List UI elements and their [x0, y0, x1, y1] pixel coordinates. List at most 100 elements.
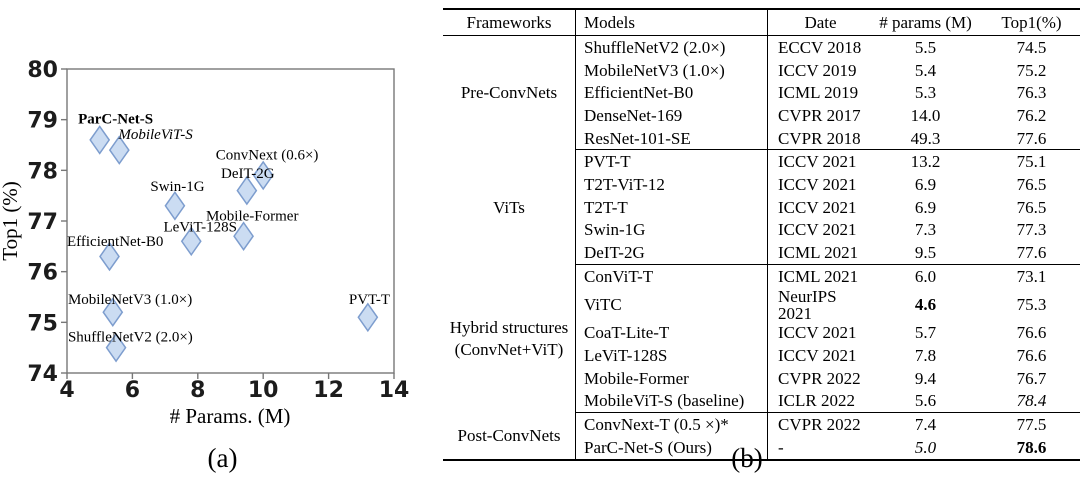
- cell-model: ViTC: [575, 287, 768, 322]
- cell-top1: 73.1: [978, 264, 1080, 287]
- model-value: CoaT-Lite-T: [584, 323, 670, 343]
- cell-top1: 76.2: [978, 104, 1080, 127]
- cell-date: ICCV 2021: [768, 344, 874, 367]
- data-point-shufflenetv2-2-0: [105, 332, 127, 363]
- model-value: DenseNet-169: [584, 105, 683, 125]
- column-header-models: Models: [575, 9, 768, 36]
- cell-params: 9.4: [873, 367, 978, 390]
- top1-value: 75.1: [1016, 152, 1047, 172]
- x-tick-label-10: 10: [248, 378, 279, 403]
- data-point-mobile-former: [233, 221, 254, 252]
- data-point-efficientnet-b0: [99, 241, 120, 272]
- model-value: DeIT-2G: [584, 243, 645, 263]
- y-tick-label-75: 75: [27, 311, 58, 336]
- cell-date: CVPR 2017: [768, 104, 874, 127]
- top1-value: 78.6: [1016, 437, 1047, 457]
- table-row-mobilevit-s-baseline: MobileViT-S (baseline) ICLR 2022 5.6 78.4: [443, 389, 1080, 414]
- cell-model: ConvNext-T (0.5 ×)*: [575, 412, 768, 436]
- cell-date: ICML 2021: [768, 264, 874, 287]
- params-value: 5.4: [914, 60, 937, 80]
- date-value: ICCV 2021: [778, 152, 857, 172]
- cell-params: 5.5: [873, 36, 978, 59]
- point-label-mobile-former: Mobile-Former: [206, 208, 298, 224]
- cell-date: CVPR 2022: [768, 413, 874, 436]
- cell-date: NeurIPS 2021: [768, 288, 874, 322]
- date-value: ICCV 2021: [778, 197, 857, 217]
- params-value: 5.0: [914, 437, 937, 457]
- top1-value: 77.6: [1016, 128, 1047, 148]
- params-value: 5.6: [914, 391, 937, 411]
- cell-top1: 78.6: [978, 436, 1080, 461]
- params-value: 5.3: [914, 83, 937, 103]
- model-value: ConViT-T: [584, 266, 654, 286]
- cell-top1: 77.6: [978, 126, 1080, 151]
- model-value: MobileViT-S (baseline): [584, 391, 745, 411]
- point-label-pvt-t: PVT-T: [349, 292, 390, 308]
- date-value: CVPR 2022: [778, 368, 861, 388]
- model-value: ConvNext-T (0.5 ×)*: [584, 415, 729, 435]
- column-header-frameworks: Frameworks: [443, 9, 576, 36]
- x-tick-label-12: 12: [313, 378, 344, 403]
- cell-date: CVPR 2018: [767, 126, 873, 151]
- cell-params: 7.3: [873, 219, 978, 242]
- point-label-efficientnet-b0: EfficientNet-B0: [67, 234, 163, 250]
- cell-framework-pre-convnets: Pre-ConvNets: [443, 35, 576, 150]
- params-value: 13.2: [910, 152, 941, 172]
- top1-value: 77.3: [1016, 220, 1047, 240]
- cell-model: Swin-1G: [575, 218, 768, 242]
- cell-top1: 77.3: [978, 219, 1080, 242]
- x-tick-label-8: 8: [190, 378, 205, 403]
- cell-date: -: [767, 436, 873, 461]
- data-point-deit-2g: [236, 175, 258, 206]
- table-row-shufflenetv2-2-0: Pre-ConvNets ShuffleNetV2 (2.0×) ECCV 2018…: [443, 35, 1080, 150]
- table-row-convnext-t-0-5: Post-ConvNets ConvNext-T (0.5 ×)* CVPR 202…: [443, 412, 1080, 460]
- y-tick-label-77: 77: [27, 210, 58, 235]
- model-value: ShuffleNetV2 (2.0×): [584, 37, 726, 57]
- cell-params: 9.5: [873, 241, 978, 265]
- params-value: 9.4: [914, 368, 937, 388]
- date-value: ICLR 2022: [778, 391, 855, 411]
- cell-date: ICML 2019: [768, 81, 874, 104]
- date-value: ECCV 2018: [778, 37, 862, 57]
- params-value: 49.3: [910, 128, 941, 148]
- point-label-swin-1g: Swin-1G: [150, 179, 204, 195]
- model-value: Mobile-Former: [584, 368, 689, 388]
- top1-value: 75.3: [1016, 295, 1047, 315]
- model-value: ResNet-101-SE: [584, 128, 691, 148]
- cell-params: 13.2: [873, 150, 978, 173]
- cell-top1: 76.6: [978, 344, 1080, 367]
- top1-value: 77.6: [1016, 243, 1047, 263]
- y-tick-label-74: 74: [27, 362, 58, 387]
- date-value: ICML 2021: [778, 266, 859, 286]
- column-header-date: Date: [804, 13, 837, 32]
- cell-top1: 76.6: [978, 322, 1080, 345]
- cell-params: 5.7: [873, 322, 978, 345]
- cell-top1: 76.3: [978, 81, 1080, 104]
- x-tick-label-6: 6: [125, 378, 140, 403]
- point-label-shufflenetv2-2-0: ShuffleNetV2 (2.0×): [68, 330, 193, 346]
- cell-params: 7.4: [873, 413, 978, 436]
- model-value: ViTC: [584, 295, 622, 315]
- top1-value: 78.4: [1016, 391, 1047, 411]
- cell-top1: 75.2: [978, 59, 1080, 82]
- params-value: 7.8: [914, 346, 937, 366]
- cell-model: DeIT-2G: [575, 241, 768, 265]
- params-value: 9.5: [914, 243, 937, 263]
- cell-framework-post-convnets: Post-ConvNets: [443, 412, 576, 460]
- subfigure-caption-b: (b): [731, 443, 763, 473]
- cell-top1: 75.1: [978, 150, 1080, 173]
- data-point-levit-128s: [180, 226, 202, 257]
- cell-model: T2T-ViT-12: [575, 173, 768, 196]
